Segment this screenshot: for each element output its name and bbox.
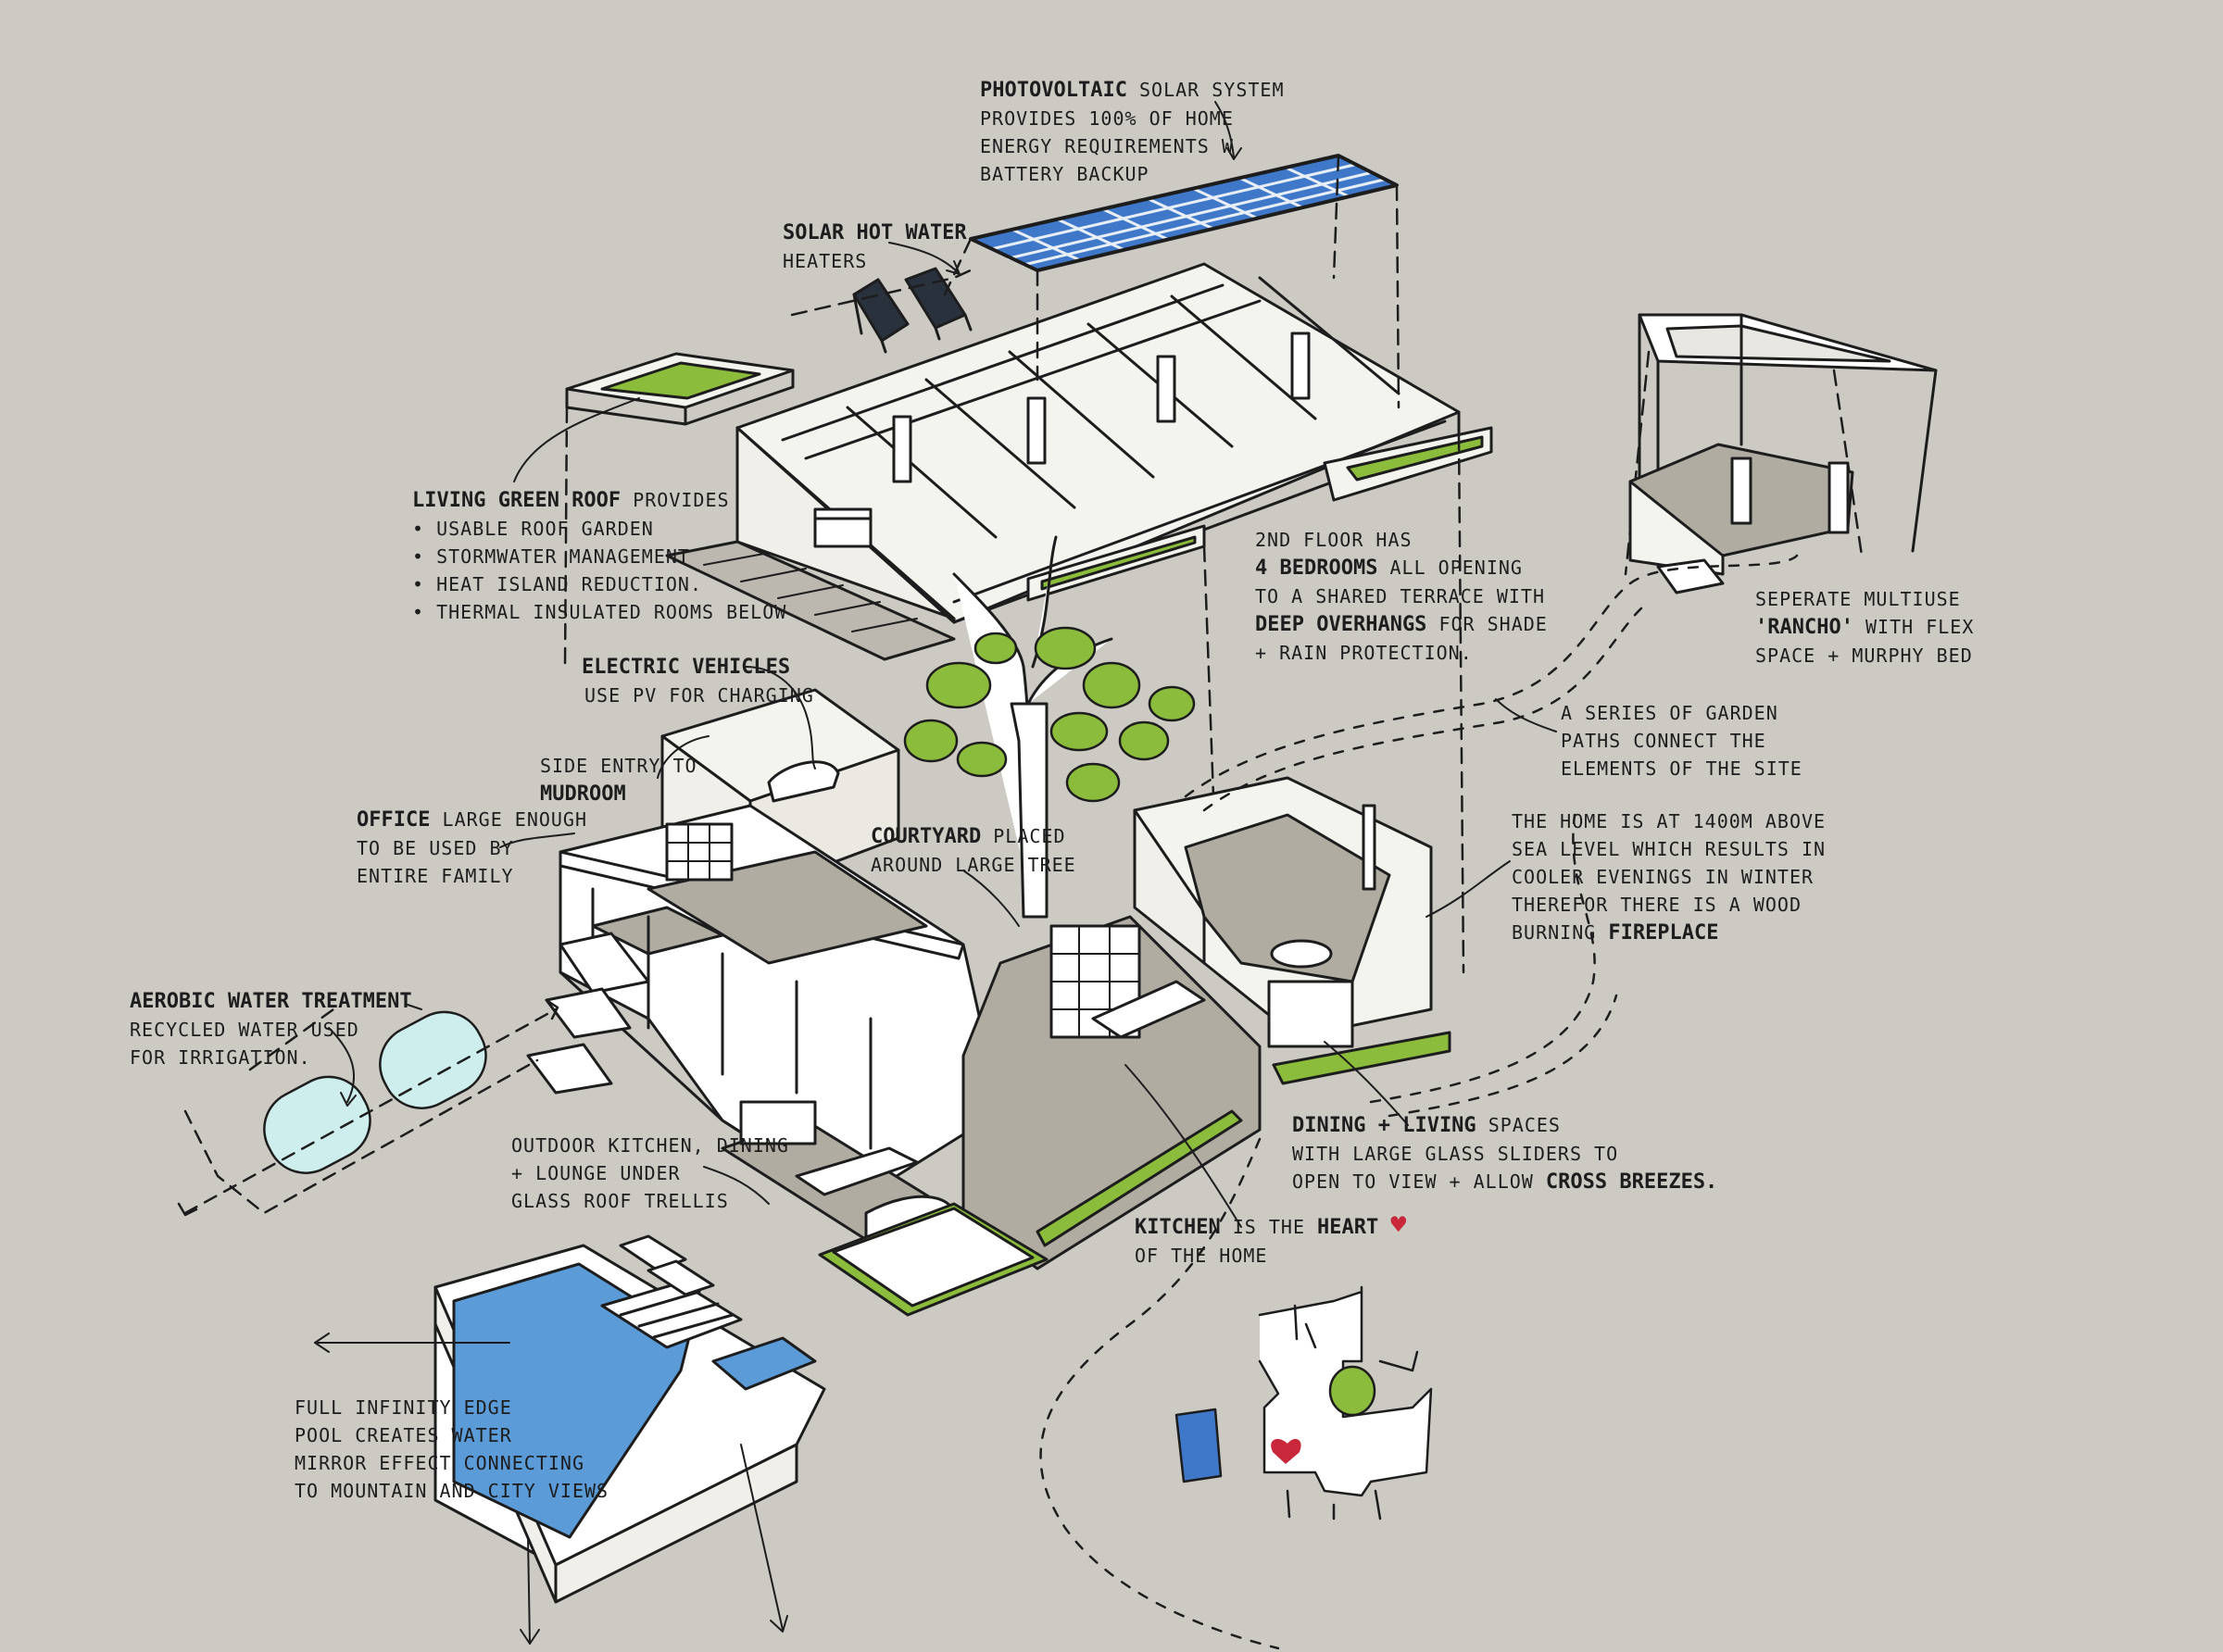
side-entry-annotation: side entry to mudroom — [540, 752, 697, 808]
leader-lines — [328, 101, 1557, 1228]
second-floor-line: all opening — [1377, 557, 1523, 579]
fireplace-annotation: The home is at 1400m above sea level whi… — [1512, 807, 1826, 947]
pool-line: full infinity edge — [295, 1396, 512, 1419]
pool-line: to mountain and city views — [295, 1480, 609, 1502]
courtyard-line: placed — [981, 825, 1066, 847]
garden-paths — [1039, 554, 1799, 1650]
dining-title: Dining + living — [1292, 1114, 1476, 1137]
fireplace-line: therefor there is a wood — [1512, 894, 1802, 916]
office-title: Office — [357, 808, 431, 832]
green-roof-bullet: • usable roof garden — [412, 518, 654, 540]
courtyard-annotation: Courtyard placed around large tree — [871, 822, 1076, 879]
green-roof-bullet: • heat island reduction. — [412, 573, 702, 595]
water-treatment-tanks — [177, 998, 559, 1217]
rancho-line: seperate multiuse — [1755, 588, 1961, 610]
dining-line: with large glass sliders to — [1292, 1143, 1619, 1165]
courtyard-title: Courtyard — [871, 825, 982, 848]
garden-paths-annotation: A series of garden paths connect the ele… — [1561, 699, 1802, 782]
outdoor-kitchen-line: + lounge under — [511, 1162, 681, 1184]
fireplace-title: fireplace — [1608, 921, 1719, 945]
office-line: entire family — [357, 865, 514, 887]
aerobic-line: recycled water used — [130, 1019, 359, 1041]
pool — [314, 1234, 826, 1645]
fireplace-line: cooler evenings in winter — [1512, 866, 1815, 888]
office-annotation: Office large enough to be used by entire… — [357, 806, 587, 890]
pv-annotation: Photovoltaic solar system provides 100% … — [980, 76, 1285, 188]
kitchen-annotation: Kitchen is the heart ♥ of the home — [1135, 1211, 1407, 1270]
solar-hot-water-heaters — [852, 267, 973, 354]
outdoor-kitchen-annotation: outdoor kitchen, dining + lounge under g… — [511, 1132, 789, 1215]
courtyard-line: around large tree — [871, 854, 1076, 876]
rancho-line: space + murphy bed — [1755, 645, 1973, 667]
second-floor-annotation: 2nd floor has 4 bedrooms all opening to … — [1255, 526, 1548, 667]
second-floor-line: + rain protection. — [1255, 642, 1473, 664]
upper-floor-volume — [565, 262, 1493, 661]
pool-line: mirror effect connecting — [295, 1452, 584, 1474]
second-floor-line: 2nd floor has — [1255, 529, 1413, 551]
ev-annotation: Electric vehicles use pv for charging — [582, 653, 814, 709]
aerobic-annotation: Aerobic water treatment recycled water u… — [130, 987, 412, 1071]
second-floor-bedrooms: 4 bedrooms — [1255, 557, 1378, 580]
green-roof-annotation: Living green roof provides • usable roof… — [412, 486, 786, 626]
aerobic-title: Aerobic water treatment — [130, 990, 412, 1013]
garden-paths-line: A series of garden — [1561, 702, 1778, 724]
green-roof-title-rest: provides — [621, 489, 730, 511]
dining-line: open to view + allow — [1292, 1170, 1546, 1193]
second-floor-overhangs: deep overhangs — [1255, 613, 1427, 636]
side-entry-line: side entry to — [540, 755, 697, 777]
green-roof-bullet: • thermal insulated rooms below — [412, 601, 787, 623]
fireplace-line: sea level which results in — [1512, 838, 1827, 860]
pv-line: energy requirements w — [980, 135, 1234, 157]
dining-cross-breezes: cross breezes. — [1545, 1170, 1718, 1194]
site-plan — [1174, 1285, 1433, 1521]
pv-line: provides 100% of home — [980, 107, 1234, 130]
pv-title: Photovoltaic — [980, 79, 1127, 102]
ground-floor-plan — [526, 688, 1451, 1317]
projection-lines — [563, 154, 1864, 974]
solar-hot-water-line: heaters — [783, 250, 868, 272]
outdoor-kitchen-line: outdoor kitchen, dining — [511, 1134, 789, 1157]
kitchen-title: Kitchen — [1135, 1216, 1221, 1239]
solar-hot-water-annotation: Solar hot water heaters — [783, 219, 967, 275]
ev-title: Electric vehicles — [582, 656, 791, 679]
rancho-title: 'Rancho' — [1755, 616, 1853, 639]
green-roof-title: Living green roof — [412, 489, 622, 512]
rancho-pavilion — [1628, 313, 1938, 594]
dining-annotation: Dining + living spaces with large glass … — [1292, 1111, 1717, 1196]
dining-line: spaces — [1476, 1114, 1561, 1136]
fireplace-line: burning — [1512, 921, 1609, 944]
heart-icon: ♥ — [1390, 1209, 1408, 1240]
pv-title-rest: solar system — [1126, 79, 1285, 101]
second-floor-line: for shade — [1426, 613, 1548, 635]
kitchen-line: is the — [1220, 1216, 1318, 1238]
garden-paths-line: paths connect the — [1561, 730, 1766, 752]
pool-annotation: full infinity edge pool creates water mi… — [295, 1394, 609, 1505]
courtyard-tree — [903, 535, 1196, 919]
pv-line: battery backup — [980, 163, 1149, 185]
office-line: to be used by — [357, 837, 514, 859]
office-line: large enough — [430, 808, 588, 831]
garden-paths-line: elements of the site — [1561, 757, 1802, 780]
outdoor-kitchen-line: glass roof trellis — [511, 1190, 729, 1212]
second-floor-line: to a shared terrace with — [1255, 585, 1545, 607]
ev-line: use pv for charging — [584, 684, 814, 707]
kitchen-line: of the home — [1135, 1245, 1268, 1267]
fireplace-line: The home is at 1400m above — [1512, 810, 1827, 832]
pool-line: pool creates water — [295, 1424, 512, 1446]
solar-hot-water-title: Solar hot water — [783, 221, 967, 244]
side-entry-mudroom: mudroom — [540, 782, 626, 806]
aerobic-line: for irrigation. — [130, 1046, 311, 1069]
green-roof-bullet: • stormwater management — [412, 545, 690, 568]
rancho-line: with flex — [1852, 616, 1975, 638]
rancho-annotation: seperate multiuse 'Rancho' with flex spa… — [1755, 585, 1974, 670]
kitchen-heart-word: heart — [1317, 1216, 1379, 1239]
